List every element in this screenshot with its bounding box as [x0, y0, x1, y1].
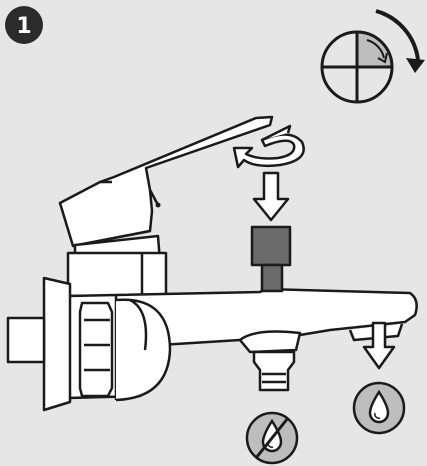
down-arrow-icon	[252, 171, 290, 222]
no-water-drop-icon	[245, 411, 299, 465]
step-number-text: 1	[16, 14, 31, 39]
faucet-lever-handle	[58, 115, 274, 248]
clockwise-rotation-quadrant-icon	[320, 9, 425, 104]
step-number-badge: 1	[5, 6, 43, 44]
faucet-body	[6, 234, 418, 412]
diverter-knob	[250, 225, 292, 293]
rotate-handle-arrow-icon	[232, 124, 305, 169]
water-drop-icon	[352, 381, 406, 435]
spout-down-arrow-icon	[362, 321, 396, 370]
